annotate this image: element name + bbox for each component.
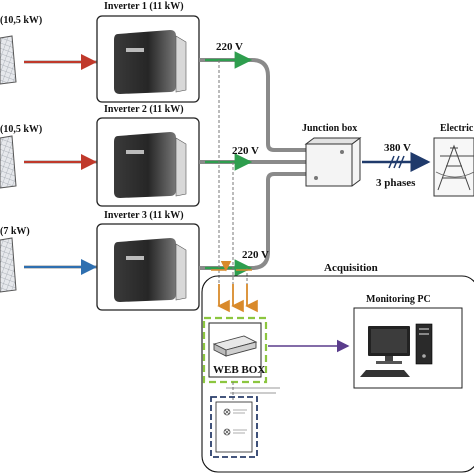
phase-tick-3	[398, 155, 405, 169]
inverter-2	[96, 117, 200, 207]
inverter-3	[96, 223, 200, 311]
grid-voltage-label: 380 V	[384, 142, 411, 154]
ac-cable-1	[199, 58, 306, 152]
acquisition-label: Acquisition	[324, 262, 378, 274]
junction-box-label: Junction box	[302, 123, 357, 134]
webbox-outline	[202, 316, 268, 384]
ac-cable-3	[199, 172, 306, 270]
phases-label: 3 phases	[376, 177, 416, 189]
grid-label: Electric	[440, 123, 474, 134]
panel-3-power-label: (7 kW)	[0, 226, 30, 237]
inverter-1-label: Inverter 1 (11 kW)	[104, 1, 184, 12]
inverter-1	[96, 15, 200, 103]
inverter-3-label: Inverter 3 (11 kW)	[104, 210, 184, 221]
pv-panel-1	[0, 35, 17, 85]
sensor-box-outline	[210, 396, 258, 458]
webbox-label: WEB BOX	[213, 364, 265, 376]
pv-panel-2	[0, 135, 17, 189]
junction-box	[304, 137, 362, 187]
electric-grid-pylon-icon	[433, 137, 474, 197]
phase-tick-1	[388, 155, 395, 169]
sensor-box	[215, 401, 253, 453]
ac-voltage-1: 220 V	[216, 41, 243, 53]
monitoring-pc-label: Monitoring PC	[366, 294, 431, 305]
sensor-icon	[223, 428, 247, 436]
panel-2-power-label: (10,5 kW)	[0, 124, 42, 135]
acquisition-region	[201, 275, 474, 473]
sensor-icon	[223, 408, 247, 416]
phase-tick-2	[393, 155, 400, 169]
cable-annotation	[226, 387, 280, 394]
webbox-device-icon	[212, 335, 258, 357]
ac-voltage-2: 220 V	[232, 145, 259, 157]
panel-1-power-label: (10,5 kW)	[0, 15, 42, 26]
computer-icon	[360, 323, 433, 377]
ac-voltage-3: 220 V	[242, 249, 269, 261]
pv-panel-3	[0, 237, 17, 293]
inverter-2-label: Inverter 2 (11 kW)	[104, 104, 184, 115]
